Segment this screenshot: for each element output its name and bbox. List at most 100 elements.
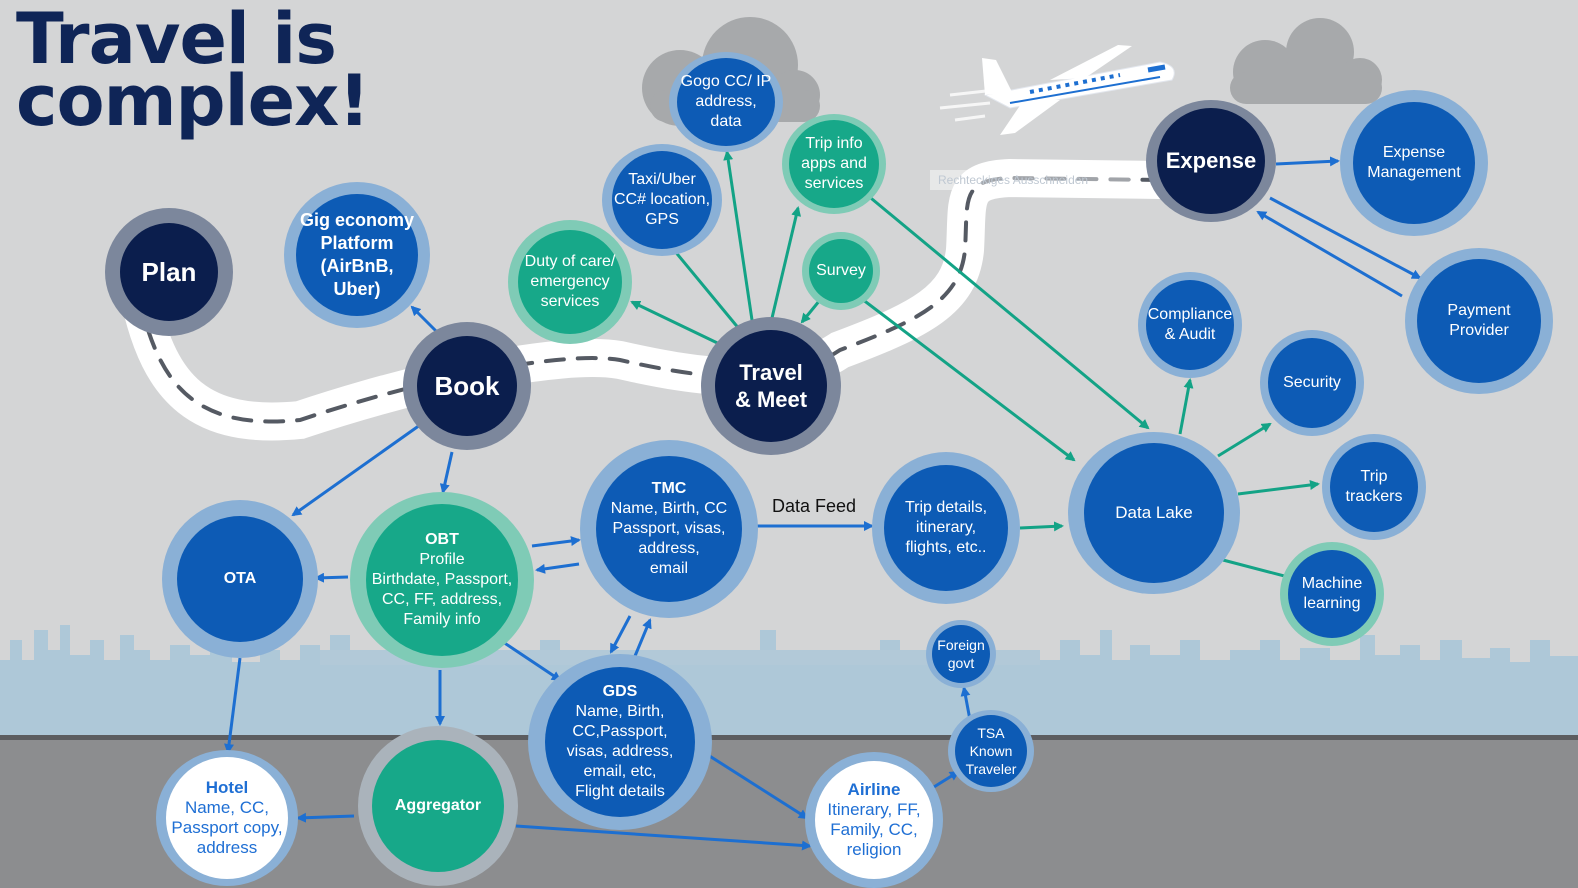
edge-datalake-security	[1217, 422, 1272, 458]
node-gds[interactable]: GDS Name, Birth, CC,Passport, visas, add…	[528, 654, 712, 830]
node-gogo-line-2: address,	[695, 93, 757, 110]
node-compliance-line-1: Compliance	[1147, 306, 1233, 323]
edge-book-gig	[410, 305, 439, 334]
node-gogo-line-3: data	[710, 113, 742, 130]
airplane-icon	[939, 45, 1175, 135]
node-gds-title: GDS	[602, 683, 638, 700]
node-foreign-govt[interactable]: Foreign govt	[926, 620, 996, 688]
cloud-icon	[1230, 18, 1382, 104]
edge-tripinfo-datalake	[865, 192, 1150, 430]
node-tripinfo-line-2: apps and	[801, 155, 867, 172]
node-tmc-line-4: email	[649, 560, 689, 577]
edge-datalake-ml	[1222, 558, 1294, 581]
node-tmc-line-2: Passport, visas,	[612, 520, 726, 537]
edge-gds-tmc	[633, 618, 652, 657]
node-foreign-line-1: Foreign	[937, 637, 985, 653]
node-trip-info-apps[interactable]: Trip info apps and services	[782, 114, 886, 214]
node-expmgmt-line-2: Management	[1367, 164, 1461, 181]
edge-ota-hotel	[224, 657, 242, 754]
node-ml-line-2: learning	[1303, 595, 1361, 612]
node-tmc[interactable]: TMC Name, Birth, CC Passport, visas, add…	[580, 440, 758, 618]
edge-obt-ota	[314, 572, 349, 583]
node-taxi-line-1: Taxi/Uber	[628, 171, 696, 188]
edge-datalake-compliance	[1178, 378, 1194, 435]
edge-expense-mgmt	[1275, 156, 1340, 167]
node-gds-line-2: CC,Passport,	[572, 723, 668, 740]
edge-book-ota	[291, 423, 421, 517]
node-security[interactable]: Security	[1260, 330, 1364, 436]
node-gogo[interactable]: Gogo CC/ IP address, data	[669, 52, 783, 152]
edge-aggregator-airline	[515, 824, 812, 851]
node-ota-label: OTA	[223, 570, 257, 587]
node-obt-line-3: CC, FF, address,	[381, 591, 503, 608]
edge-gds-airline	[707, 753, 809, 820]
node-airline-line-2: Family, CC,	[830, 820, 918, 839]
node-taxi-line-2: CC# location,	[613, 191, 711, 208]
node-tripdetails-line-1: Trip details,	[904, 499, 988, 516]
node-travel-line-2: & Meet	[734, 387, 808, 412]
node-gds-line-3: visas, address,	[566, 743, 674, 760]
node-ota[interactable]: OTA	[162, 500, 318, 658]
node-hotel-line-3: address	[196, 838, 258, 857]
ground-line	[0, 735, 1578, 740]
node-gds-line-5: Flight details	[575, 783, 665, 800]
node-trackers-line-2: trackers	[1345, 488, 1403, 505]
node-hotel[interactable]: Hotel Name, CC, Passport copy, address	[156, 750, 298, 886]
node-tsa[interactable]: TSA Known Traveler	[948, 710, 1034, 792]
node-data-lake[interactable]: Data Lake	[1068, 432, 1240, 594]
node-tripinfo-line-3: services	[804, 175, 864, 192]
page-title: Travel is complex!	[16, 4, 370, 136]
edge-survey-travel	[800, 299, 822, 324]
node-tmc-title: TMC	[651, 480, 687, 497]
node-taxi-uber[interactable]: Taxi/Uber CC# location, GPS	[602, 144, 722, 256]
node-expense-management[interactable]: Expense Management	[1340, 90, 1488, 236]
edge-aggregator-hotel	[296, 812, 355, 823]
node-tripdetails-line-3: flights, etc..	[905, 539, 987, 556]
node-duty-line-3: services	[540, 293, 600, 310]
node-trip-details[interactable]: Trip details, itinerary, flights, etc..	[872, 452, 1020, 604]
node-datalake-label: Data Lake	[1115, 503, 1193, 522]
node-trip-trackers[interactable]: Trip trackers	[1322, 434, 1426, 540]
node-tsa-line-2: Known	[969, 743, 1013, 759]
node-travel-line-1: Travel	[739, 360, 803, 385]
edge-travel-gogo	[723, 150, 754, 321]
node-payment-line-2: Provider	[1449, 322, 1509, 339]
node-survey[interactable]: Survey	[802, 232, 880, 310]
node-ml-line-1: Machine	[1301, 575, 1363, 592]
node-survey-label: Survey	[816, 262, 866, 279]
node-hotel-line-1: Name, CC,	[184, 798, 270, 817]
node-compliance-audit[interactable]: Compliance & Audit	[1138, 272, 1242, 378]
edge-tripdetails-datalake	[1019, 521, 1064, 532]
data-feed-label: Data Feed	[772, 496, 857, 516]
node-trackers-line-1: Trip	[1360, 468, 1388, 485]
node-tmc-line-1: Name, Birth, CC	[610, 500, 728, 517]
node-travel-meet[interactable]: Travel & Meet	[701, 317, 841, 455]
node-book[interactable]: Book	[403, 322, 531, 450]
node-obt[interactable]: OBT Profile Birthdate, Passport, CC, FF,…	[350, 492, 534, 668]
node-aggregator[interactable]: Aggregator	[358, 726, 518, 886]
node-aggregator-label: Aggregator	[394, 797, 482, 814]
node-compliance-line-2: & Audit	[1164, 326, 1216, 343]
edge-obt-tmc	[531, 536, 581, 548]
node-tsa-line-3: Traveler	[965, 761, 1017, 777]
node-airline[interactable]: Airline Itinerary, FF, Family, CC, relig…	[805, 752, 943, 888]
edge-tmc-obt	[535, 562, 580, 574]
node-airline-line-3: religion	[846, 840, 902, 859]
node-gig-economy[interactable]: Gig economy Platform (AirBnB, Uber)	[284, 182, 430, 328]
node-expense-label: Expense	[1165, 148, 1257, 173]
edge-obt-gds	[502, 640, 562, 682]
node-obt-line-4: Family info	[403, 611, 481, 628]
node-duty-line-1: Duty of care/	[524, 253, 616, 270]
node-gds-line-1: Name, Birth,	[575, 703, 665, 720]
node-payment-provider[interactable]: Payment Provider	[1405, 248, 1553, 394]
node-gds-line-4: email, etc,	[583, 763, 657, 780]
node-tripinfo-line-1: Trip info	[805, 135, 863, 152]
node-plan[interactable]: Plan	[105, 208, 233, 336]
node-expmgmt-line-1: Expense	[1382, 144, 1446, 161]
node-duty-of-care[interactable]: Duty of care/ emergency services	[508, 220, 632, 344]
node-machine-learning[interactable]: Machine learning	[1280, 542, 1384, 646]
edge-travel-tripinfo	[770, 206, 802, 319]
node-plan-label: Plan	[141, 257, 197, 287]
node-expense[interactable]: Expense	[1146, 100, 1276, 222]
